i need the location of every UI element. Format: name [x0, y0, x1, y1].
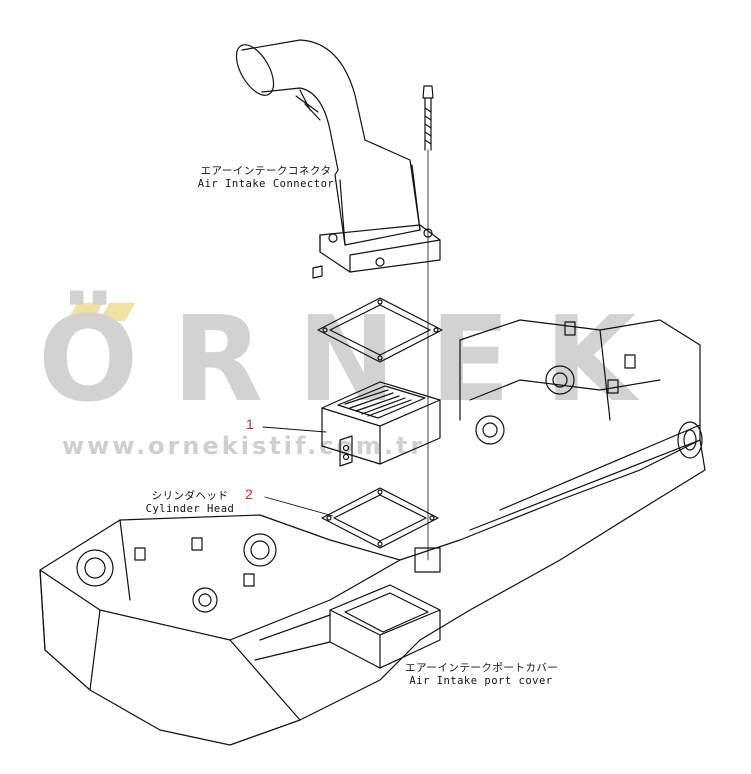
leader-lines — [262, 426, 334, 517]
callout-2: 2 — [245, 486, 253, 502]
label-air-intake-port-cover-en: Air Intake port cover — [409, 675, 553, 687]
label-air-intake-connector-en: Air Intake Connector — [197, 178, 335, 190]
upper-gasket — [317, 297, 443, 363]
air-intake-port-cover — [254, 547, 441, 669]
callout-1: 1 — [246, 416, 254, 432]
cylinder-head — [39, 319, 706, 746]
label-cylinder-head-en: Cylinder Head — [145, 503, 235, 515]
label-air-intake-connector-jp: エアーインテークコネクタ — [200, 165, 332, 177]
intake-heater — [321, 381, 441, 467]
long-bolt — [422, 85, 434, 561]
lower-gasket — [321, 487, 439, 549]
label-air-intake-port-cover-jp: エアーインテークポートカバー — [405, 662, 559, 674]
label-cylinder-head-jp: シリンダヘッド — [151, 490, 229, 502]
air-intake-connector — [235, 39, 441, 279]
